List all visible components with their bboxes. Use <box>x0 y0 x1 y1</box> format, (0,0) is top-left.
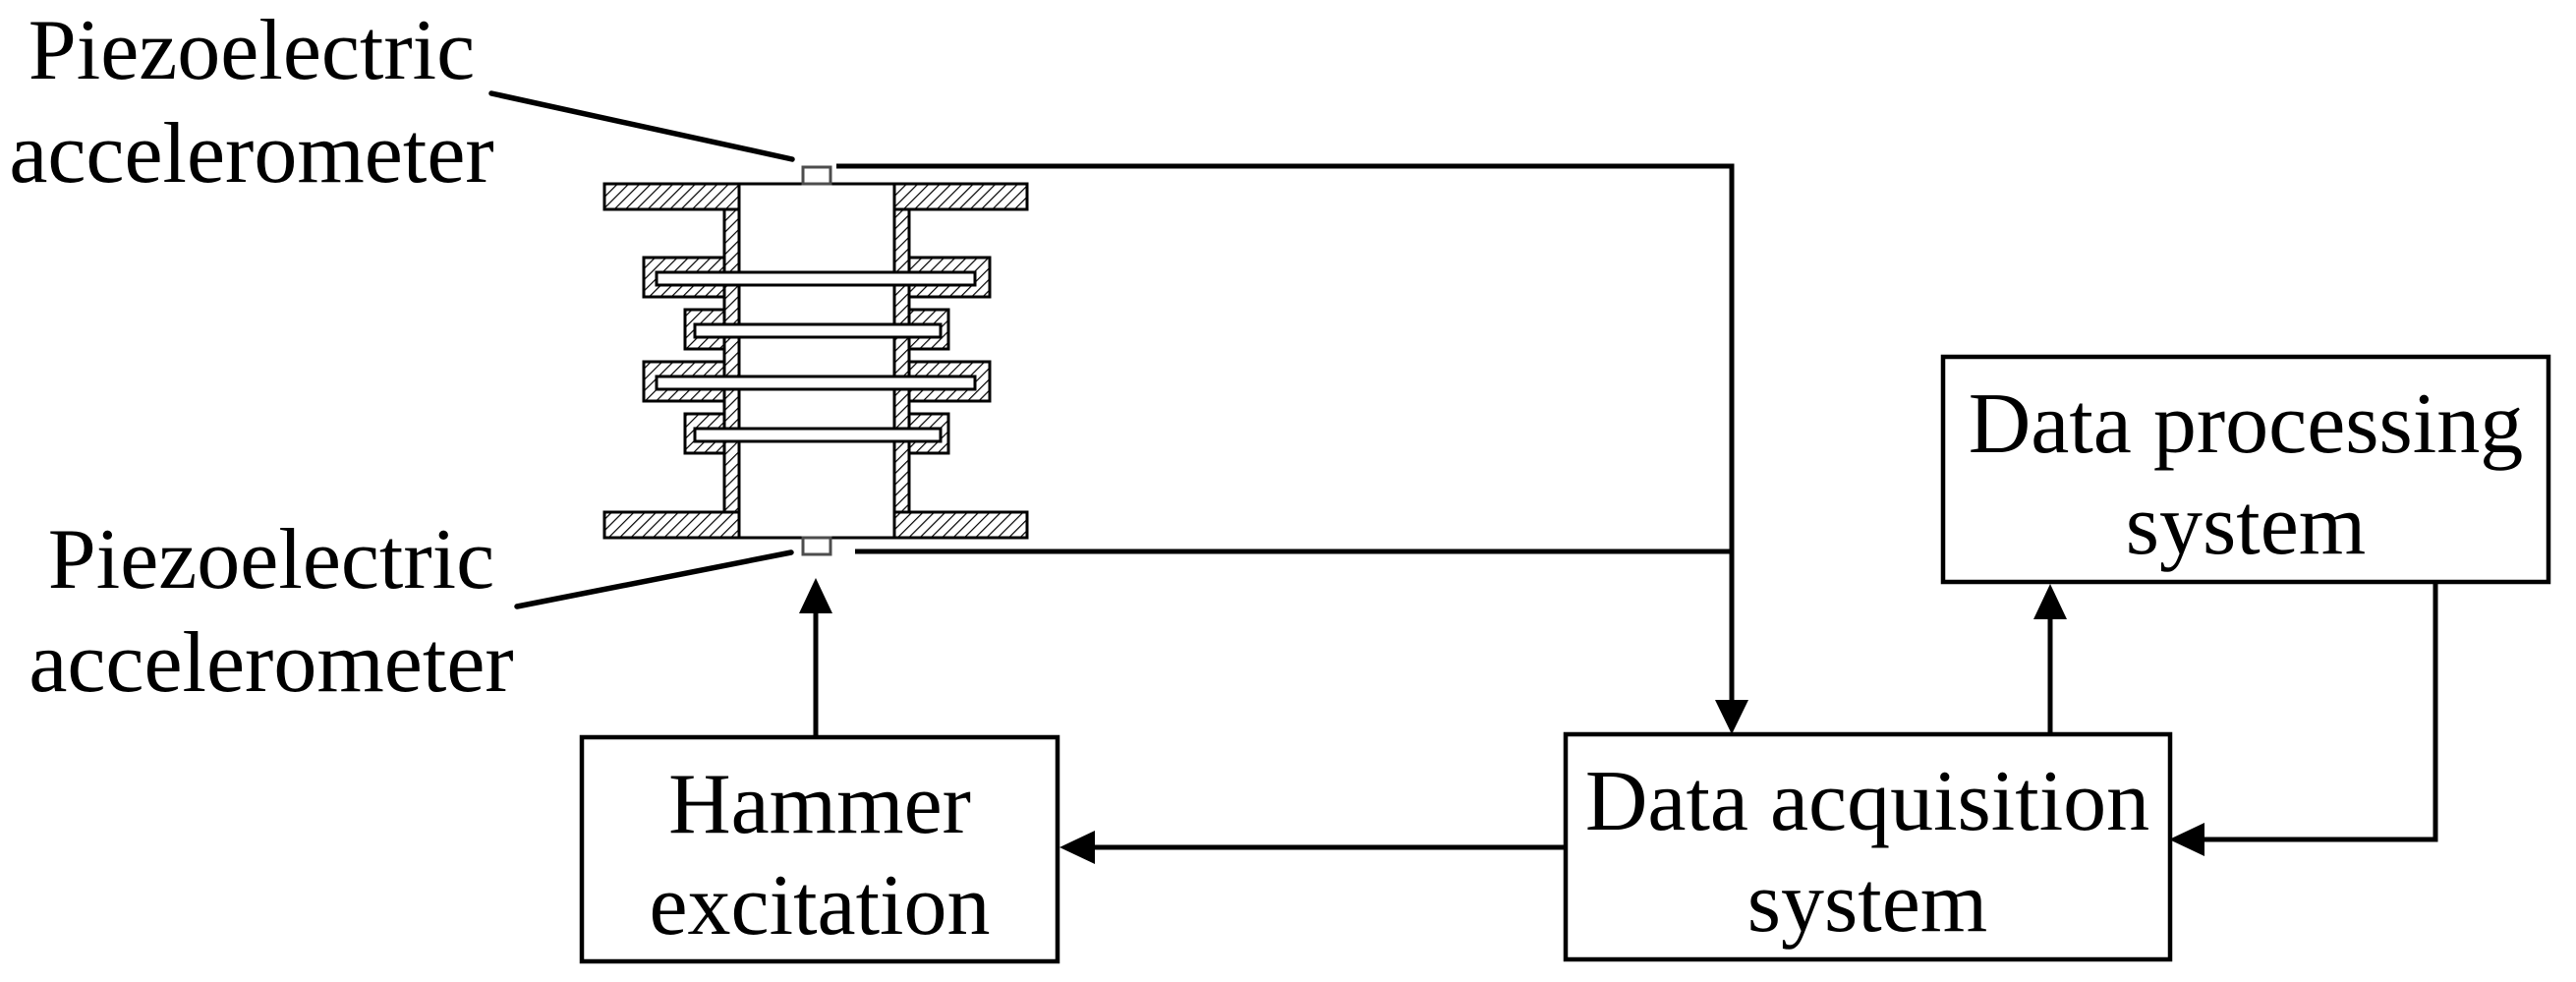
data-processing-box <box>1940 354 2551 585</box>
data-acquisition-box <box>1563 731 2173 962</box>
data-acquisition-label: Data acquisition system <box>1585 754 2149 951</box>
daq-to-processing-arrowhead <box>2033 584 2067 619</box>
shim-plate-1 <box>655 270 977 287</box>
daq-to-hammer-arrowhead <box>1059 831 1095 864</box>
leader-line-bottom-accelerometer <box>514 549 794 609</box>
processing-to-daq-arrowhead <box>2169 823 2204 856</box>
wiring <box>799 163 2438 864</box>
leader-line-top-accelerometer <box>488 90 795 162</box>
top-flange-left <box>602 182 741 211</box>
data-processing-label: Data processing system <box>1969 376 2523 573</box>
shim-plate-2 <box>693 322 943 339</box>
bottom-flange-left <box>602 510 741 540</box>
bottom-accelerometer-label-line2: accelerometer <box>29 615 513 711</box>
column-wall-right <box>892 207 911 514</box>
hammer-excitation-label: Hammer excitation <box>650 757 991 953</box>
bottom-accelerometer-label-line1: Piezoelectric <box>48 512 494 607</box>
signal-wire-top <box>836 163 1735 700</box>
bottom-accelerometer-label: Piezoelectric accelerometer <box>29 512 513 711</box>
hammer-excitation-box <box>579 734 1060 964</box>
hammer-excitation-label-line2: excitation <box>650 858 991 953</box>
accelerometer-sensor-bottom-icon <box>801 536 832 556</box>
accelerometer-sensor-top-icon <box>801 165 832 186</box>
hammer-excitation-label-line1: Hammer <box>668 757 971 852</box>
top-accelerometer-label-line2: accelerometer <box>9 106 493 202</box>
data-processing-label-line2: system <box>2126 478 2366 573</box>
shim-plate-4 <box>693 427 943 443</box>
hammer-to-structure-arrowhead <box>799 578 832 613</box>
top-accelerometer-label: Piezoelectric accelerometer <box>9 3 493 202</box>
top-flange-right <box>892 182 1029 211</box>
data-acquisition-label-line2: system <box>1747 855 1987 951</box>
shim-plate-3 <box>655 375 977 391</box>
data-processing-label-line1: Data processing <box>1969 376 2523 472</box>
column-wall-left <box>722 207 741 514</box>
flange-stack-cross-section <box>602 182 1029 540</box>
bottom-flange-right <box>892 510 1029 540</box>
top-accelerometer-label-line1: Piezoelectric <box>29 3 475 98</box>
data-acquisition-label-line1: Data acquisition <box>1585 754 2149 849</box>
wire-to-daq-arrowhead <box>1715 700 1748 734</box>
arrow-processing-to-daq <box>2204 582 2438 842</box>
